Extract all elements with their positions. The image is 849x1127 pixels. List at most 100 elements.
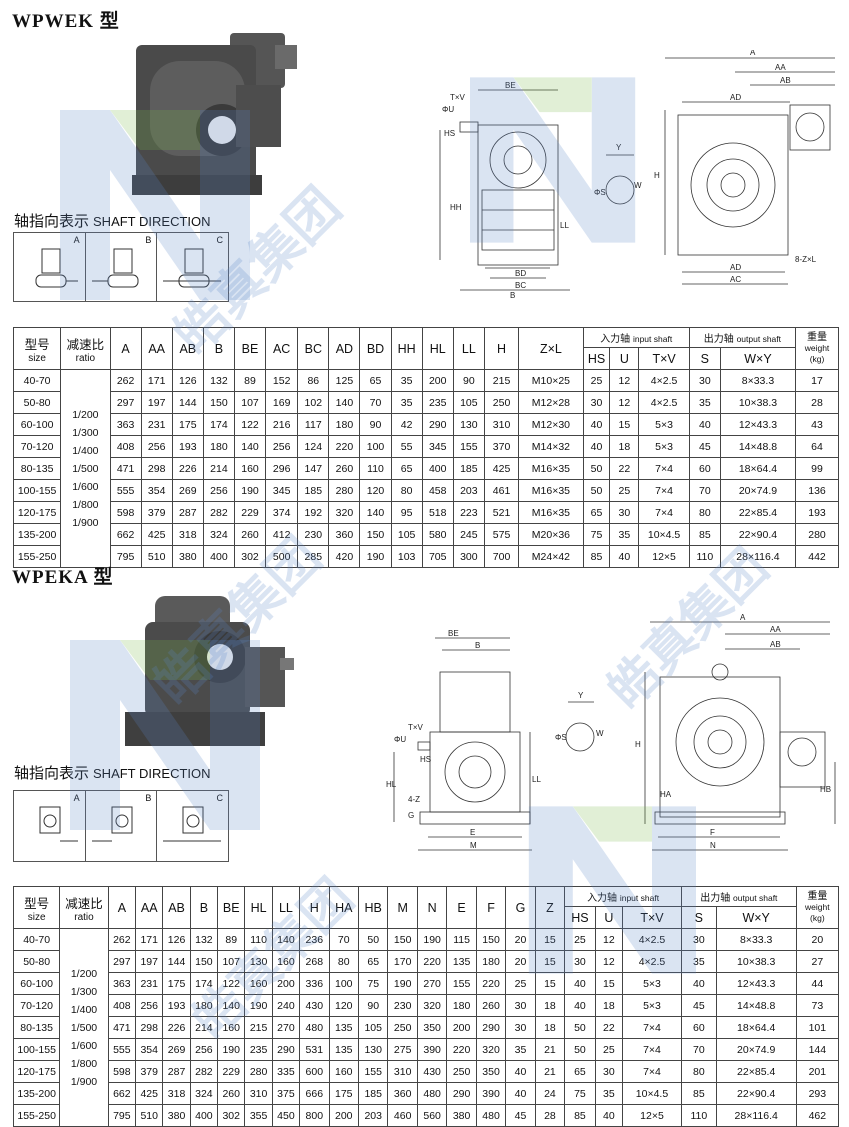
table-cell: 64 — [795, 435, 839, 458]
svg-text:AA: AA — [775, 63, 786, 72]
table-cell: 22×90.4 — [719, 523, 797, 546]
table-cell: 174 — [202, 413, 235, 436]
table-cell: 99 — [795, 457, 839, 480]
col-header: H — [299, 886, 330, 929]
table-cell: 7×4 — [638, 479, 690, 502]
table-cell: 379 — [135, 1060, 164, 1083]
table-cell: 65 — [390, 457, 423, 480]
table-cell: 200 — [446, 1016, 477, 1039]
table-cell: 598 — [107, 1060, 137, 1083]
output-shaft-header: 出力轴 output shaft — [688, 327, 797, 348]
input-shaft-header: 入力轴 input shaft — [582, 327, 690, 348]
table-cell: 220 — [416, 950, 448, 973]
table-cell: 20×74.9 — [719, 479, 797, 502]
table-cell: 375 — [271, 1082, 301, 1105]
table-cell: 65 — [357, 950, 389, 973]
table-cell: 575 — [483, 523, 520, 546]
table-cell: 35 — [594, 1082, 624, 1105]
table-cell: 35 — [680, 950, 717, 973]
svg-text:Y: Y — [578, 691, 584, 700]
table-cell: 320 — [328, 501, 361, 524]
svg-text:M: M — [470, 841, 477, 850]
table-cell: 260 — [233, 523, 267, 546]
section1-title: WPWEK 型 — [12, 11, 120, 32]
table-cell: 43 — [795, 413, 839, 436]
table-cell: 450 — [271, 1104, 301, 1127]
table-cell: 374 — [265, 501, 299, 524]
size-cell: 135-200 — [12, 1082, 61, 1105]
svg-text:4-Z: 4-Z — [408, 795, 420, 804]
table-cell: 17 — [795, 369, 839, 392]
direction-a: A — [14, 791, 86, 861]
size-cell: 120-175 — [12, 501, 62, 524]
table-cell: 126 — [171, 369, 204, 392]
output-shaft-en: output shaft — [736, 334, 781, 344]
table-cell: 25 — [582, 369, 611, 392]
ratio-value: 1/500 — [72, 462, 99, 475]
table-cell: 10×4.5 — [622, 1082, 682, 1105]
direction-letter: B — [145, 793, 152, 803]
col-header: A — [109, 327, 142, 370]
table-cell: 150 — [475, 928, 507, 951]
input-shaft-cn: 入力轴 — [600, 334, 631, 345]
table-cell: 40 — [688, 413, 721, 436]
table-cell: 50 — [357, 928, 389, 951]
table-cell: 155 — [357, 1060, 389, 1083]
table-cell: 25 — [609, 479, 640, 502]
table-cell: 105 — [357, 1016, 389, 1039]
table-cell: 531 — [299, 1038, 330, 1061]
table-cell: 203 — [452, 479, 485, 502]
table-cell: 260 — [217, 1082, 246, 1105]
col-header: F — [475, 886, 507, 929]
size-cell: 70-120 — [12, 994, 61, 1017]
table-cell: 231 — [140, 413, 173, 436]
table-cell: 230 — [387, 994, 418, 1017]
table-cell: 50 — [564, 1016, 596, 1039]
table-cell: 35 — [609, 523, 640, 546]
table-cell: 105 — [452, 391, 485, 414]
table-cell: 140 — [359, 501, 392, 524]
table-cell: 705 — [421, 545, 454, 568]
table-cell: 7×4 — [622, 1060, 682, 1083]
table-cell: 22 — [609, 457, 640, 480]
sub-header: S — [688, 347, 721, 370]
ratio-value: 1/900 — [72, 516, 99, 529]
table-cell: 120 — [359, 479, 392, 502]
table-cell: 190 — [416, 928, 448, 951]
svg-text:ΦU: ΦU — [394, 735, 406, 744]
table-cell: 22×90.4 — [715, 1082, 797, 1105]
table-cell: 130 — [244, 950, 273, 973]
table-cell: 193 — [162, 994, 191, 1017]
svg-text:AD: AD — [730, 93, 741, 102]
table-cell: 130 — [357, 1038, 389, 1061]
svg-text:BE: BE — [448, 629, 459, 638]
table-cell: 8×33.3 — [715, 928, 797, 951]
ratio-value: 1/600 — [72, 480, 99, 493]
input-shaft-en: input shaft — [632, 334, 673, 344]
size-cell: 100-155 — [12, 1038, 61, 1061]
shaft-diagram-icon — [163, 248, 222, 288]
table-cell: 10×38.3 — [715, 950, 797, 973]
table-cell: 250 — [446, 1060, 477, 1083]
col-header: B — [202, 327, 235, 370]
table-cell: 40 — [505, 1060, 536, 1083]
table-cell: 18×64.4 — [719, 457, 797, 480]
table-cell: 193 — [795, 501, 839, 524]
table-cell: 200 — [271, 972, 301, 995]
table-cell: 408 — [109, 435, 142, 458]
col-header: H — [483, 327, 520, 370]
table-cell: 132 — [189, 928, 219, 951]
svg-text:8-Z×L: 8-Z×L — [795, 255, 817, 264]
size-cell: 100-155 — [12, 479, 62, 502]
table-cell: 144 — [795, 1038, 840, 1061]
table-cell: 25 — [505, 972, 536, 995]
table-cell: 5×3 — [622, 994, 682, 1017]
